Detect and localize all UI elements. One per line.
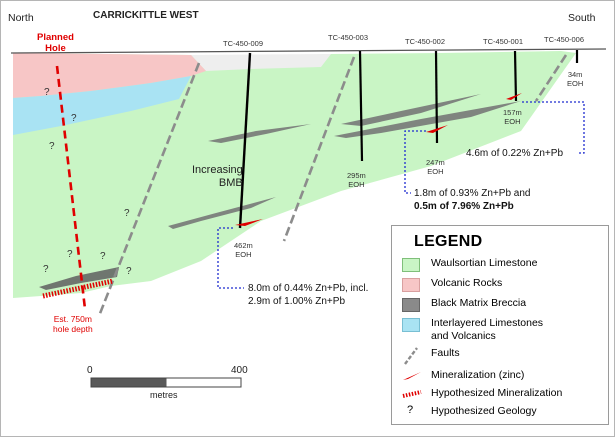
legend-swatch-limestone	[402, 258, 420, 272]
legend-question-symbol: ?	[407, 404, 414, 416]
fault-left	[97, 62, 201, 317]
hypothesized-geology-marker: ?	[49, 141, 55, 152]
legend-title: LEGEND	[414, 233, 483, 250]
scale-bar-light-segment	[165, 377, 242, 388]
waulsortian-limestone-body	[13, 51, 576, 298]
legend-box: LEGEND Waulsortian Limestone Volcanic Ro…	[391, 225, 609, 425]
south-label: South	[568, 12, 596, 24]
connector-tc-450-002	[404, 130, 426, 194]
scale-bar-end-label: 400	[231, 365, 248, 376]
scale-bar-start-label: 0	[87, 365, 93, 376]
legend-swatch-interlayered	[402, 318, 420, 332]
bmb-lens-mid	[334, 101, 521, 138]
scale-bar-outline	[90, 377, 242, 388]
hypothesized-geology-marker: ?	[71, 113, 77, 124]
fault-right	[534, 54, 568, 102]
bmb-lens-lower	[168, 197, 276, 229]
fault-center	[282, 56, 356, 242]
ground-surface	[10, 48, 607, 54]
bmb-lens-upper-mid	[341, 94, 481, 126]
hypothesized-geology-marker: ?	[67, 249, 73, 260]
hypothesized-geology-marker: ?	[124, 208, 130, 219]
drillhole-label-tc-450-006: TC-450-006	[544, 35, 585, 44]
unmapped-near-surface-zone	[191, 54, 331, 71]
scale-bar-unit-label: metres	[150, 390, 178, 400]
connector-tc-450-009	[217, 227, 244, 289]
volcanic-rocks-unit	[13, 53, 206, 98]
mineralization-tc-450-002	[426, 125, 448, 133]
assay-result-tc-450-001: 4.6m of 0.22% Zn+Pb	[466, 148, 564, 159]
legend-mineralization-symbol	[403, 372, 421, 380]
drillhole-tc-450-001	[513, 50, 518, 102]
legend-swatch-bmb	[402, 298, 420, 312]
bmb-lens-upper-left	[208, 124, 311, 143]
section-title: CARRICKITTLE WEST	[93, 10, 199, 21]
legend-fault-symbol	[404, 347, 418, 365]
legend-swatch-volcanic	[402, 278, 420, 292]
mineralization-tc-450-001	[506, 93, 522, 100]
legend-hypothesized-mineralization-symbol	[402, 390, 422, 398]
hypothesized-geology-marker: ?	[43, 264, 49, 275]
assay-result-tc-450-009: 8.0m of 0.44% Zn+Pb, incl.2.9m of 1.00% …	[248, 283, 369, 307]
drillhole-tc-450-002	[434, 50, 439, 144]
bmb-lens-deep-left	[39, 267, 119, 290]
drillhole-label-tc-450-009: TC-450-009	[223, 39, 264, 48]
mineralization-tc-450-009	[235, 219, 263, 226]
drillhole-label-tc-450-002: TC-450-002	[405, 37, 446, 46]
planned-hole-trace	[55, 65, 87, 310]
drillhole-label-tc-450-001: TC-450-001	[483, 37, 524, 46]
scale-bar-dark-segment	[91, 378, 166, 387]
interlayered-limestone-volcanics-unit	[13, 76, 191, 135]
north-label: North	[8, 12, 34, 24]
drillhole-tc-450-009	[238, 52, 252, 229]
drillhole-tc-450-003	[358, 50, 364, 162]
hypothesized-geology-marker: ?	[44, 87, 50, 98]
drillhole-label-tc-450-003: TC-450-003	[328, 33, 369, 42]
hypothesized-geology-marker: ?	[100, 251, 106, 262]
hypothesized-geology-marker: ?	[126, 266, 132, 277]
